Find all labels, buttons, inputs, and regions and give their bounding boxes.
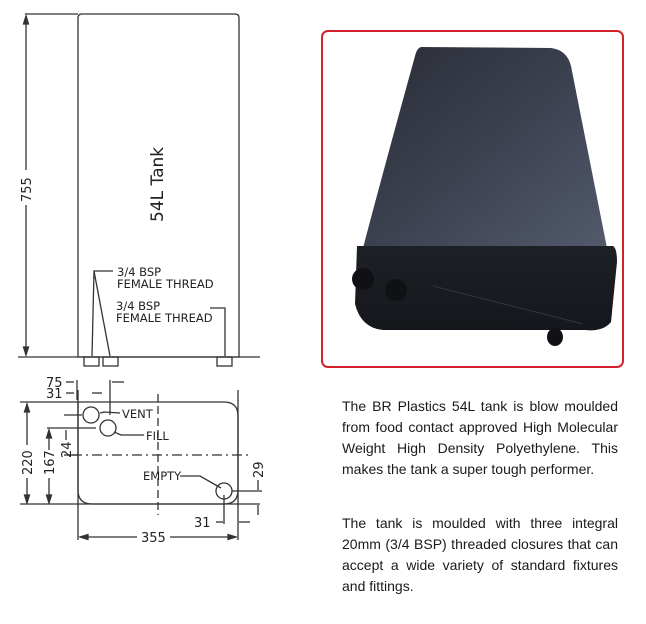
thread-note-2-line1: 3/4 BSP [116, 299, 160, 313]
dim-167: 167 [43, 450, 58, 475]
dim-31-top: 31 [46, 387, 63, 402]
dim-29: 29 [252, 461, 267, 478]
fill-label: FILL [146, 429, 169, 443]
product-photo [321, 30, 624, 368]
description-paragraph-2: The tank is moulded with three integral … [342, 513, 618, 597]
dim-24: 24 [60, 441, 75, 458]
thread-note-1-line1: 3/4 BSP [117, 265, 161, 279]
description-text-1: The BR Plastics 54L tank is blow moulded… [342, 398, 618, 477]
tank-photo-illustration [352, 47, 617, 346]
dim-31-bottom: 31 [194, 516, 211, 531]
dim-220: 220 [21, 450, 36, 475]
technical-drawing: 54L Tank 755 3/4 BSP FEMALE THREAD 3/4 B… [0, 0, 300, 624]
tank-label: 54L Tank [148, 147, 168, 222]
dim-75: 75 [46, 376, 63, 391]
dim-355: 355 [141, 531, 166, 546]
thread-note-1-line2: FEMALE THREAD [117, 277, 214, 291]
tank-dimension-drawing: 54L Tank 755 3/4 BSP FEMALE THREAD 3/4 B… [18, 13, 267, 546]
description-paragraph-1: The BR Plastics 54L tank is blow moulded… [342, 396, 618, 480]
height-dimension: 755 [20, 177, 35, 202]
vent-label: VENT [122, 407, 154, 421]
empty-label: EMPTY [143, 469, 182, 483]
description-text-2: The tank is moulded with three integral … [342, 515, 618, 594]
thread-note-2-line2: FEMALE THREAD [116, 311, 213, 325]
